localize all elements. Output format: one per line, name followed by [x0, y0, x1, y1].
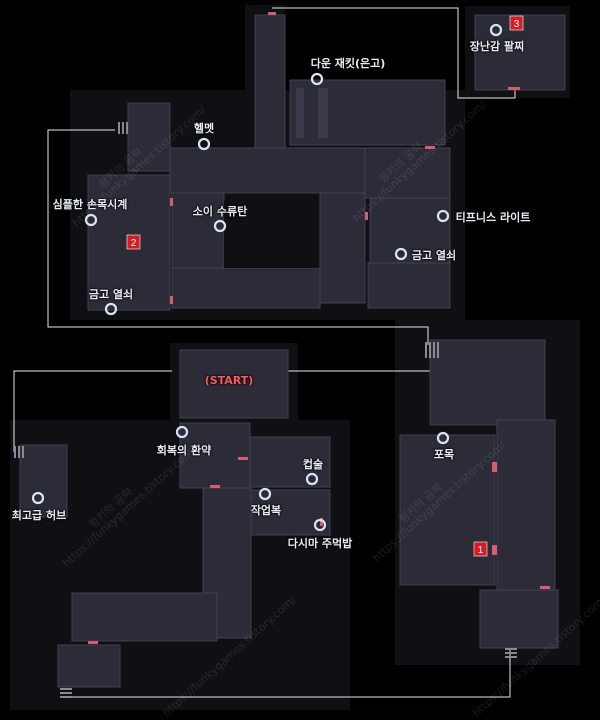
- marker-liquor: [305, 472, 319, 486]
- route-lines: [13, 7, 516, 698]
- svg-text:3: 3: [514, 19, 520, 30]
- label-simple-watch: 심플한 손목시계: [52, 198, 128, 211]
- marker-kelp-rice: [313, 518, 327, 532]
- label-tippy-light: 티프니스 라이트: [455, 211, 531, 224]
- marker-safe-key-1: [394, 247, 408, 261]
- badge-1: [473, 541, 488, 557]
- rooms: [19, 14, 566, 688]
- marker-tippy-light: [436, 209, 450, 223]
- label-safe-key-1: 금고 열쇠: [411, 249, 457, 262]
- marker-soy-grenade: [213, 219, 227, 233]
- marker-down-jacket: [310, 72, 324, 86]
- label-workwear: 작업복: [250, 504, 282, 517]
- marker-best-herb: [31, 491, 45, 505]
- label-toy-bracelet: 장난감 팔찌: [469, 40, 525, 53]
- marker-toy-bracelet: [489, 23, 503, 37]
- label-soy-grenade: 소이 수류탄: [192, 205, 248, 218]
- marker-workwear: [258, 487, 272, 501]
- label-kelp-rice: 다시마 주먹밥: [287, 537, 353, 550]
- marker-simple-watch: [84, 213, 98, 227]
- marker-safe-key-2: [104, 302, 118, 316]
- label-helmet: 헬멧: [193, 122, 215, 135]
- room-details: [224, 88, 328, 268]
- badge-3: [509, 15, 524, 31]
- label-safe-key-2: 금고 열쇠: [88, 288, 134, 301]
- svg-text:2: 2: [131, 238, 137, 249]
- marker-helmet: [197, 137, 211, 151]
- label-start: (START): [204, 374, 254, 387]
- label-down-jacket: 다운 재킷(은고): [310, 57, 386, 70]
- marker-recovery-pill: [175, 425, 189, 439]
- doors: [88, 12, 550, 644]
- stairs: [14, 122, 517, 698]
- marker-waterfall: [436, 431, 450, 445]
- label-waterfall: 포목: [433, 448, 455, 461]
- label-recovery-pill: 회복의 환약: [156, 444, 212, 457]
- number-badges: 1 2 3: [126, 15, 524, 557]
- badge-2: [126, 234, 141, 250]
- location-markers: [31, 23, 503, 532]
- label-best-herb: 최고급 허브: [11, 509, 67, 522]
- svg-text:1: 1: [478, 545, 484, 556]
- label-liquor: 컵술: [302, 458, 324, 471]
